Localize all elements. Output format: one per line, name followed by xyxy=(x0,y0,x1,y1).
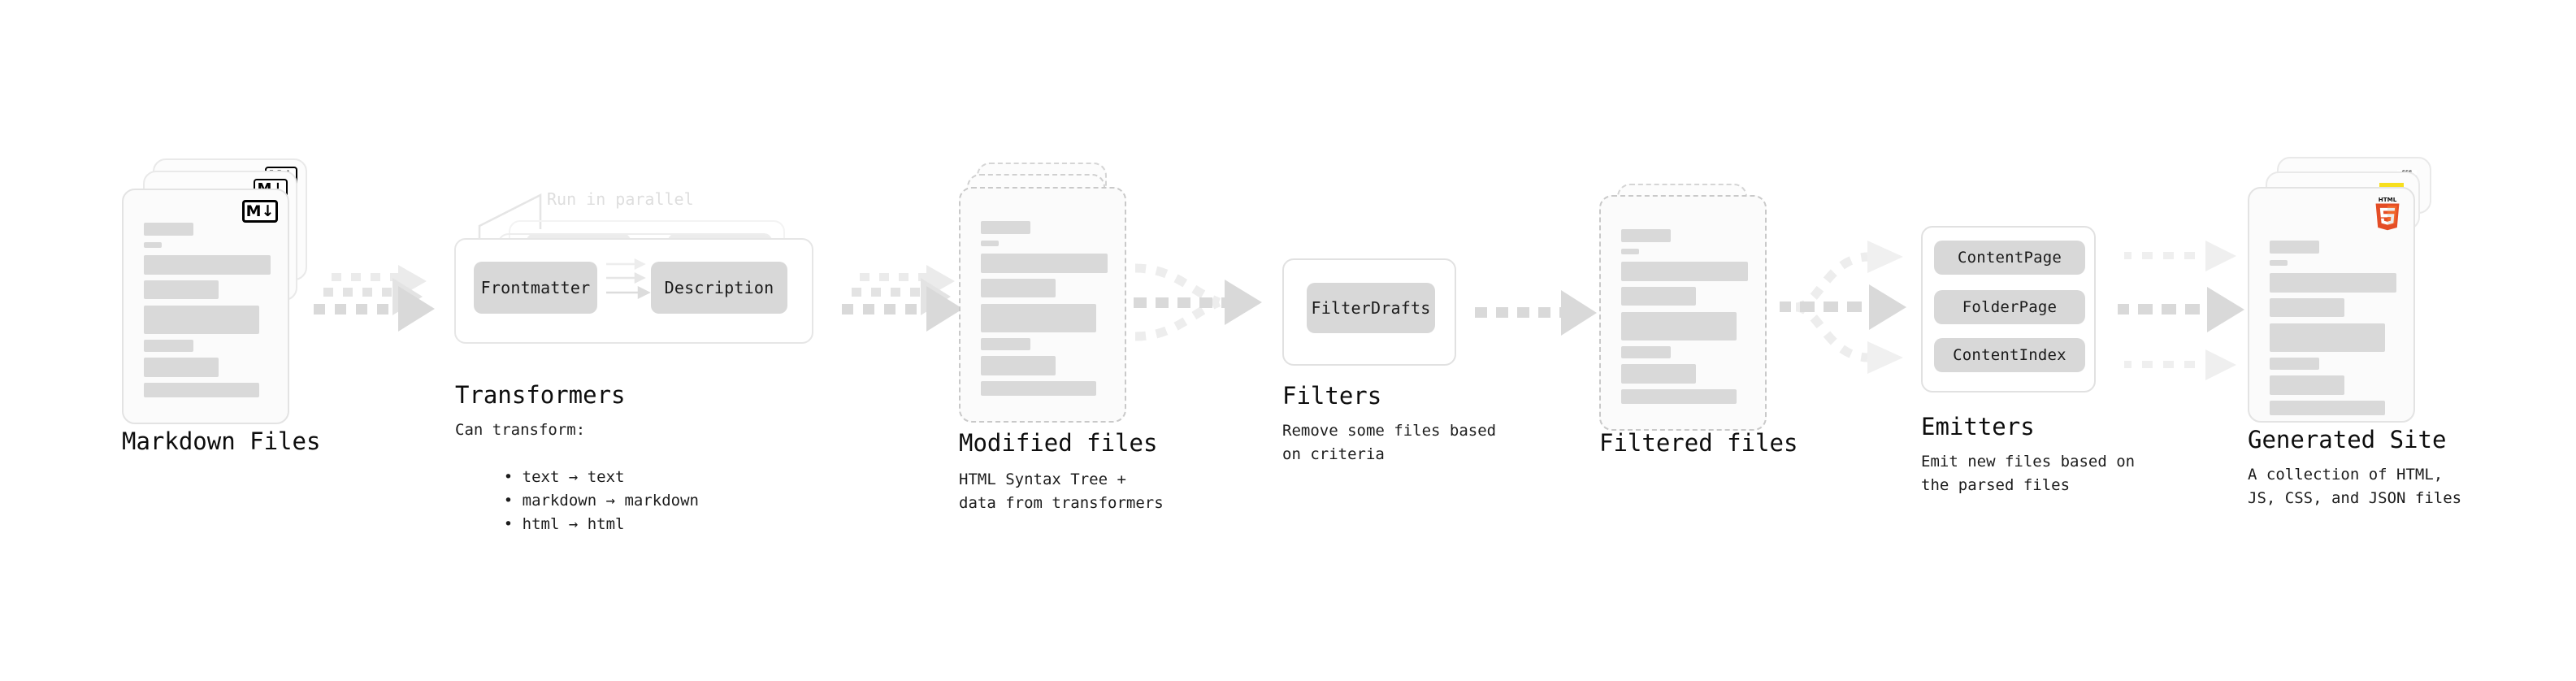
placeholder-bar xyxy=(1621,346,1671,358)
bullet-label: markdown → markdown xyxy=(522,492,699,510)
html5-icon: HTML xyxy=(2375,197,2400,231)
chip-contentpage-label: ContentPage xyxy=(1957,249,2062,267)
stage-generated-site: CSS HTML xyxy=(2248,157,2467,458)
stage-title-filtered-files: Filtered files xyxy=(1599,429,1798,457)
placeholder-bar xyxy=(144,242,162,248)
filters-box: FilterDrafts xyxy=(1282,258,1456,366)
stage-modified-files xyxy=(959,163,1170,455)
stage-title-modified-files: Modified files xyxy=(959,429,1158,457)
placeholder-bar xyxy=(144,358,219,377)
markdown-file-card-front: M↓ xyxy=(122,189,289,424)
connector-modified-to-filters xyxy=(1134,263,1262,341)
stage-markdown-files: M↓ M↓ M↓ xyxy=(122,158,341,451)
chip-frontmatter-label: Frontmatter xyxy=(480,278,591,297)
markdown-badge: M↓ xyxy=(242,200,278,223)
placeholder-bar xyxy=(2270,375,2344,395)
chip-filterdrafts[interactable]: FilterDrafts xyxy=(1307,283,1435,333)
connector-filters-to-filtered xyxy=(1475,290,1597,336)
placeholder-bar xyxy=(981,254,1108,273)
connector-md-to-transformers xyxy=(314,265,435,332)
stage-title-filters: Filters xyxy=(1282,382,1382,410)
placeholder-bar xyxy=(2270,260,2288,266)
connector-transformers-to-modified xyxy=(842,265,963,332)
stage-filters: FilterDrafts xyxy=(1282,258,1461,372)
svg-text:HTML: HTML xyxy=(2379,197,2397,203)
bullet-item: • html → html xyxy=(466,489,625,560)
stage-filtered-files xyxy=(1599,184,1811,478)
placeholder-bar xyxy=(1621,262,1748,281)
chip-folderpage[interactable]: FolderPage xyxy=(1934,290,2085,324)
placeholder-bar xyxy=(2270,273,2396,293)
placeholder-bar xyxy=(1621,229,1671,242)
modified-file-card-front xyxy=(959,187,1126,423)
placeholder-bar xyxy=(144,255,271,275)
placeholder-bar xyxy=(981,381,1096,396)
stage-caption-modified-files: HTML Syntax Tree + data from transformer… xyxy=(959,471,1164,512)
stage-caption-emitters: Emit new files based on the parsed files xyxy=(1921,453,2136,494)
placeholder-bar xyxy=(981,304,1096,332)
placeholder-bar xyxy=(981,356,1056,375)
emitters-box: ContentPage FolderPage ContentIndex xyxy=(1921,226,2096,393)
placeholder-bar xyxy=(2270,241,2319,254)
placeholder-bar xyxy=(144,306,259,334)
placeholder-bar xyxy=(2270,298,2344,317)
stage-caption-generated-site: A collection of HTML, JS, CSS, and JSON … xyxy=(2248,466,2462,507)
site-file-card-html: HTML xyxy=(2248,187,2415,423)
stage-title-emitters: Emitters xyxy=(1921,413,2035,440)
placeholder-bar xyxy=(2270,323,2385,352)
bullet-item: • text → text xyxy=(466,442,625,513)
bullet-dot: • xyxy=(503,515,523,533)
bullet-dot: • xyxy=(503,468,523,486)
chip-contentpage[interactable]: ContentPage xyxy=(1934,241,2085,275)
placeholder-bar xyxy=(1621,389,1737,404)
connector-filtered-to-emitters xyxy=(1780,241,1906,374)
chip-contentindex-label: ContentIndex xyxy=(1953,346,2066,364)
stage-title-transformers: Transformers xyxy=(455,381,626,409)
bullet-dot: • xyxy=(503,492,523,510)
placeholder-bar xyxy=(2270,358,2319,370)
chip-description-label: Description xyxy=(664,278,774,297)
placeholder-bar xyxy=(981,221,1030,234)
stage-caption-transformers: Can transform: xyxy=(455,421,586,439)
connector-frontmatter-to-description xyxy=(606,258,651,300)
placeholder-bar xyxy=(144,340,193,352)
placeholder-bar xyxy=(144,223,193,236)
parallel-note: Run in parallel xyxy=(547,189,694,209)
placeholder-bar xyxy=(1621,287,1696,306)
placeholder-bar xyxy=(2270,401,2385,415)
bullet-label: text → text xyxy=(522,468,625,486)
placeholder-bar xyxy=(981,279,1056,297)
placeholder-bar xyxy=(1621,249,1639,254)
stage-transformers: Run in parallel Frontmatter Description xyxy=(454,189,845,386)
placeholder-bar xyxy=(144,280,219,299)
chip-frontmatter[interactable]: Frontmatter xyxy=(474,262,597,314)
placeholder-bar xyxy=(1621,312,1737,340)
chip-description[interactable]: Description xyxy=(651,262,787,314)
placeholder-bar xyxy=(981,241,999,246)
chip-contentindex[interactable]: ContentIndex xyxy=(1934,338,2085,372)
markdown-badge-text: M↓ xyxy=(245,202,275,220)
filtered-file-card-front xyxy=(1599,195,1767,431)
placeholder-bar xyxy=(144,383,259,397)
placeholder-bar xyxy=(1621,364,1696,384)
stage-emitters: ContentPage FolderPage ContentIndex xyxy=(1921,226,2108,405)
stage-caption-filters: Remove some files based on criteria xyxy=(1282,422,1497,463)
chip-filterdrafts-label: FilterDrafts xyxy=(1311,298,1431,318)
placeholder-bar xyxy=(981,338,1030,350)
stage-title-generated-site: Generated Site xyxy=(2248,426,2447,453)
chip-folderpage-label: FolderPage xyxy=(1962,298,2058,316)
transformers-box-front: Frontmatter Description xyxy=(454,238,813,344)
bullet-item: • markdown → markdown xyxy=(466,466,699,536)
bullet-label: html → html xyxy=(522,515,625,533)
connector-emitters-to-site xyxy=(2118,241,2244,380)
stage-title-markdown-files: Markdown Files xyxy=(122,427,321,455)
